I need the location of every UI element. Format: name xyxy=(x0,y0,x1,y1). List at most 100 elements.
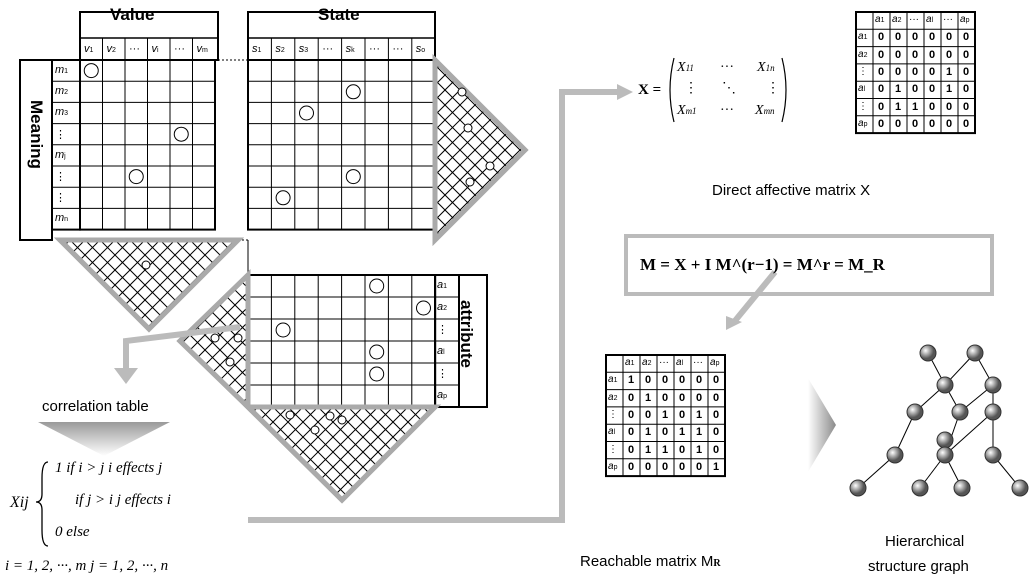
attr-row-5: ap xyxy=(437,389,448,401)
attr-row-4: ⋮ xyxy=(437,368,448,380)
reachable-matrix-cell: 0 xyxy=(713,391,720,404)
direct-matrix-cell: 0 xyxy=(963,65,970,78)
attr-state-circle xyxy=(416,300,431,316)
direct-matrix-cell: 0 xyxy=(895,48,902,61)
meaning-row-2: m3 xyxy=(55,106,69,119)
reachable-matrix-cell: 0 xyxy=(628,460,635,473)
attr-state-circle xyxy=(369,344,385,360)
direct-matrix-cell: 0 xyxy=(878,117,885,130)
down-funnel-arrow xyxy=(38,422,170,456)
reachable-matrix-row-0: a1 xyxy=(608,374,618,386)
reachable-matrix-cell: 1 xyxy=(662,408,669,421)
attr-state-circle xyxy=(275,322,291,338)
reachable-matrix-cell: 1 xyxy=(645,426,652,439)
direct-matrix-cell: 1 xyxy=(895,83,902,96)
reachable-matrix-col-3: al xyxy=(676,357,684,368)
roof-mark xyxy=(285,410,295,420)
reachable-matrix-cell: 0 xyxy=(679,460,686,473)
reachable-matrix-cell: 0 xyxy=(713,374,720,387)
reachable-matrix-row-5: ap xyxy=(608,460,618,472)
hierarchy-caption-2: structure graph xyxy=(868,558,969,575)
reachable-matrix-cell: 0 xyxy=(645,408,652,421)
direct-matrix-cell: 0 xyxy=(878,83,885,96)
state-meaning-circle xyxy=(275,190,291,206)
state-header: State xyxy=(318,5,360,24)
value-col-5: vm xyxy=(196,43,208,55)
reachable-matrix-cell: 0 xyxy=(628,443,635,456)
graph-node xyxy=(984,376,1002,394)
roof-mark xyxy=(457,87,467,97)
meaning-row-3: ⋮ xyxy=(55,128,66,141)
reachable-matrix-cell: 1 xyxy=(679,426,686,439)
matrix-x1n: X1n xyxy=(757,60,775,75)
hierarchy-caption-1: Hierarchical xyxy=(885,533,965,550)
roof-mark xyxy=(485,161,495,171)
direct-matrix-col-0: a1 xyxy=(875,14,885,25)
formula-box xyxy=(624,234,994,296)
reachable-matrix-cell: 0 xyxy=(696,460,703,473)
roof-outline-2 xyxy=(176,269,251,413)
direct-matrix-cell: 1 xyxy=(912,100,919,113)
direct-matrix-cell: 0 xyxy=(912,48,919,61)
reachable-matrix-cell: 0 xyxy=(628,408,635,421)
direct-matrix-cell: 0 xyxy=(878,65,885,78)
direct-matrix-cell: 0 xyxy=(895,65,902,78)
roof-mark xyxy=(337,415,347,425)
reachable-matrix-cell: 0 xyxy=(628,391,635,404)
arrow-head xyxy=(114,368,138,384)
direct-matrix-cell: 0 xyxy=(895,117,902,130)
xij-lhs: Xij xyxy=(10,494,29,511)
direct-matrix-row-4: ⋮ xyxy=(858,100,868,112)
roof-mark xyxy=(465,177,475,187)
arrow-head xyxy=(726,316,742,330)
reachable-matrix-row-2: ⋮ xyxy=(608,408,618,420)
meaning-row-6: ⋮ xyxy=(55,192,66,205)
xij-case3: 0 else xyxy=(55,524,90,540)
graph-node xyxy=(984,403,1002,421)
attr-row-0: a1 xyxy=(437,279,448,291)
graph-node xyxy=(966,344,984,362)
attr-row-3: al xyxy=(437,345,445,357)
state-col-5: ··· xyxy=(369,43,380,55)
attr-state-circle xyxy=(369,278,385,294)
matrix-dots-b: ··· xyxy=(720,103,734,118)
direct-matrix-cell: 0 xyxy=(963,100,970,113)
graph-edge xyxy=(941,411,994,459)
xij-brace xyxy=(35,461,49,547)
state-meaning-circle xyxy=(345,169,361,185)
value-col-2: ··· xyxy=(129,43,140,55)
reachable-matrix-row-1: a2 xyxy=(608,391,618,403)
value-header: Value xyxy=(110,5,155,24)
graph-node xyxy=(886,446,904,464)
direct-matrix-cell: 0 xyxy=(912,117,919,130)
direct-matrix-cell: 0 xyxy=(946,48,953,61)
value-meaning-circle xyxy=(173,126,189,142)
reachable-matrix-col-1: a2 xyxy=(642,357,652,368)
reachable-matrix-cell: 1 xyxy=(645,443,652,456)
value-col-0: v1 xyxy=(84,43,94,55)
reachable-matrix-cell: 0 xyxy=(662,374,669,387)
roof-mark xyxy=(310,425,320,435)
formula-box-text: M = X + I M^(r−1) = M^r = M_R xyxy=(640,255,885,274)
matrix-dots-a: ··· xyxy=(720,60,734,75)
graph-node xyxy=(911,479,929,497)
direct-matrix-cell: 0 xyxy=(929,48,936,61)
xij-case1: 1 if i > j i effects j xyxy=(55,460,163,476)
reachable-matrix-cell: 0 xyxy=(696,374,703,387)
attr-label-box xyxy=(458,274,488,408)
reachable-matrix-cell: 0 xyxy=(713,443,720,456)
reachable-matrix-cell: 0 xyxy=(713,408,720,421)
correlation-table-label: correlation table xyxy=(42,398,149,415)
direct-matrix-cell: 0 xyxy=(929,65,936,78)
roof-mark xyxy=(141,260,151,270)
arrow-head xyxy=(617,84,633,100)
matrix-xmn: Xmn xyxy=(755,103,775,118)
direct-matrix-cell: 0 xyxy=(963,31,970,44)
value-meaning-circle xyxy=(128,169,144,185)
reachable-matrix-cell: 1 xyxy=(713,460,720,473)
reachable-matrix-cell: 1 xyxy=(696,443,703,456)
state-col-1: s2 xyxy=(275,43,285,55)
direct-matrix-col-5: ap xyxy=(960,14,970,25)
reachable-matrix-cell: 1 xyxy=(645,391,652,404)
reachable-matrix-cell: 1 xyxy=(628,374,635,387)
